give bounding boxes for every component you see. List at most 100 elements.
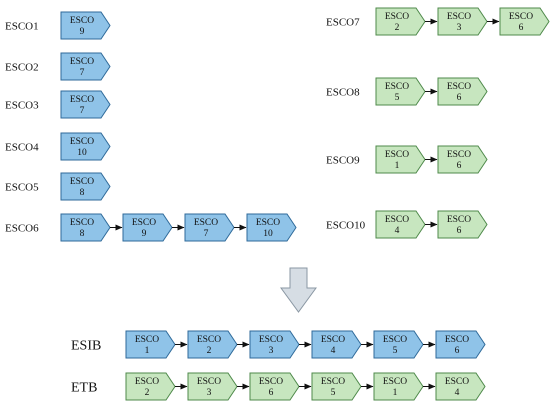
node-shape [249, 330, 300, 359]
node-word: ESCO [70, 137, 94, 147]
node: ESCO2 [375, 7, 426, 36]
node: ESCO4 [311, 330, 362, 359]
node-word: ESCO [385, 82, 409, 92]
row-label: ESCO9 [326, 154, 360, 166]
node-shape [437, 210, 488, 239]
node-word: ESCO [70, 16, 94, 26]
node-number: 7 [80, 68, 85, 78]
node-shape [499, 7, 550, 36]
node-shape [125, 330, 176, 359]
node-number: 6 [455, 346, 460, 356]
node-word: ESCO [70, 177, 94, 187]
node-number: 1 [395, 161, 400, 171]
node-shape [373, 330, 424, 359]
node-number: 8 [80, 229, 85, 239]
node-shape [60, 11, 111, 40]
node-number: 3 [457, 23, 462, 33]
node: ESCO10 [60, 132, 111, 161]
node: ESCO9 [122, 213, 173, 242]
node: ESCO8 [60, 172, 111, 201]
row-label: ESCO1 [5, 20, 39, 32]
node-number: 8 [80, 188, 85, 198]
node-word: ESCO [383, 335, 407, 345]
node-shape [437, 145, 488, 174]
node: ESCO5 [373, 330, 424, 359]
node-shape [249, 372, 300, 401]
row-label: ESIB [71, 338, 101, 353]
node-shape [311, 330, 362, 359]
node: ESCO3 [437, 7, 488, 36]
node-shape [373, 372, 424, 401]
node-number: 1 [145, 346, 150, 356]
node-number: 5 [331, 388, 336, 398]
node: ESCO6 [437, 77, 488, 106]
node-word: ESCO [321, 335, 345, 345]
node-shape [125, 372, 176, 401]
node-number: 6 [269, 388, 274, 398]
node: ESCO4 [435, 372, 486, 401]
node: ESCO3 [249, 330, 300, 359]
node-shape [60, 90, 111, 119]
node-number: 10 [263, 229, 273, 239]
row-label: ESCO4 [5, 141, 39, 153]
node-shape [60, 132, 111, 161]
node-number: 4 [331, 346, 336, 356]
node-number: 3 [207, 388, 212, 398]
node-word: ESCO [70, 218, 94, 228]
node-shape [246, 213, 297, 242]
node-number: 6 [519, 23, 524, 33]
node-word: ESCO [197, 335, 221, 345]
transition-arrow-group [280, 267, 317, 313]
node: ESCO4 [375, 210, 426, 239]
row-label: ESCO6 [5, 222, 39, 234]
node: ESCO2 [187, 330, 238, 359]
node-number: 2 [145, 388, 150, 398]
row-label: ESCO2 [5, 61, 39, 73]
node-shape [435, 330, 486, 359]
node-shape [375, 7, 426, 36]
node-number: 6 [457, 93, 462, 103]
node-number: 1 [393, 388, 398, 398]
node-number: 7 [80, 106, 85, 116]
node: ESCO3 [187, 372, 238, 401]
node: ESCO1 [375, 145, 426, 174]
node-shape [60, 52, 111, 81]
node: ESCO7 [184, 213, 235, 242]
node-shape [375, 77, 426, 106]
node: ESCO7 [60, 90, 111, 119]
row-label: ESCO7 [326, 16, 360, 28]
row-label: ETB [71, 380, 97, 395]
node-number: 5 [395, 93, 400, 103]
node-word: ESCO [385, 12, 409, 22]
node-number: 7 [204, 229, 209, 239]
node-word: ESCO [194, 218, 218, 228]
node-word: ESCO [445, 335, 469, 345]
node-number: 5 [393, 346, 398, 356]
node-shape [187, 330, 238, 359]
node-word: ESCO [259, 335, 283, 345]
node-shape [60, 213, 111, 242]
node-number: 4 [395, 226, 400, 236]
node: ESCO7 [60, 52, 111, 81]
row-label: ESCO3 [5, 99, 39, 111]
node-shape [187, 372, 238, 401]
node-word: ESCO [447, 82, 471, 92]
node-word: ESCO [197, 377, 221, 387]
down-arrow-icon [280, 267, 317, 313]
node-shape [437, 77, 488, 106]
node-shape [435, 372, 486, 401]
node: ESCO6 [499, 7, 550, 36]
node-shape [311, 372, 362, 401]
node-word: ESCO [321, 377, 345, 387]
node-number: 2 [395, 23, 400, 33]
row-label: ESCO10 [326, 219, 366, 231]
row-label: ESCO5 [5, 181, 39, 193]
node-word: ESCO [135, 335, 159, 345]
